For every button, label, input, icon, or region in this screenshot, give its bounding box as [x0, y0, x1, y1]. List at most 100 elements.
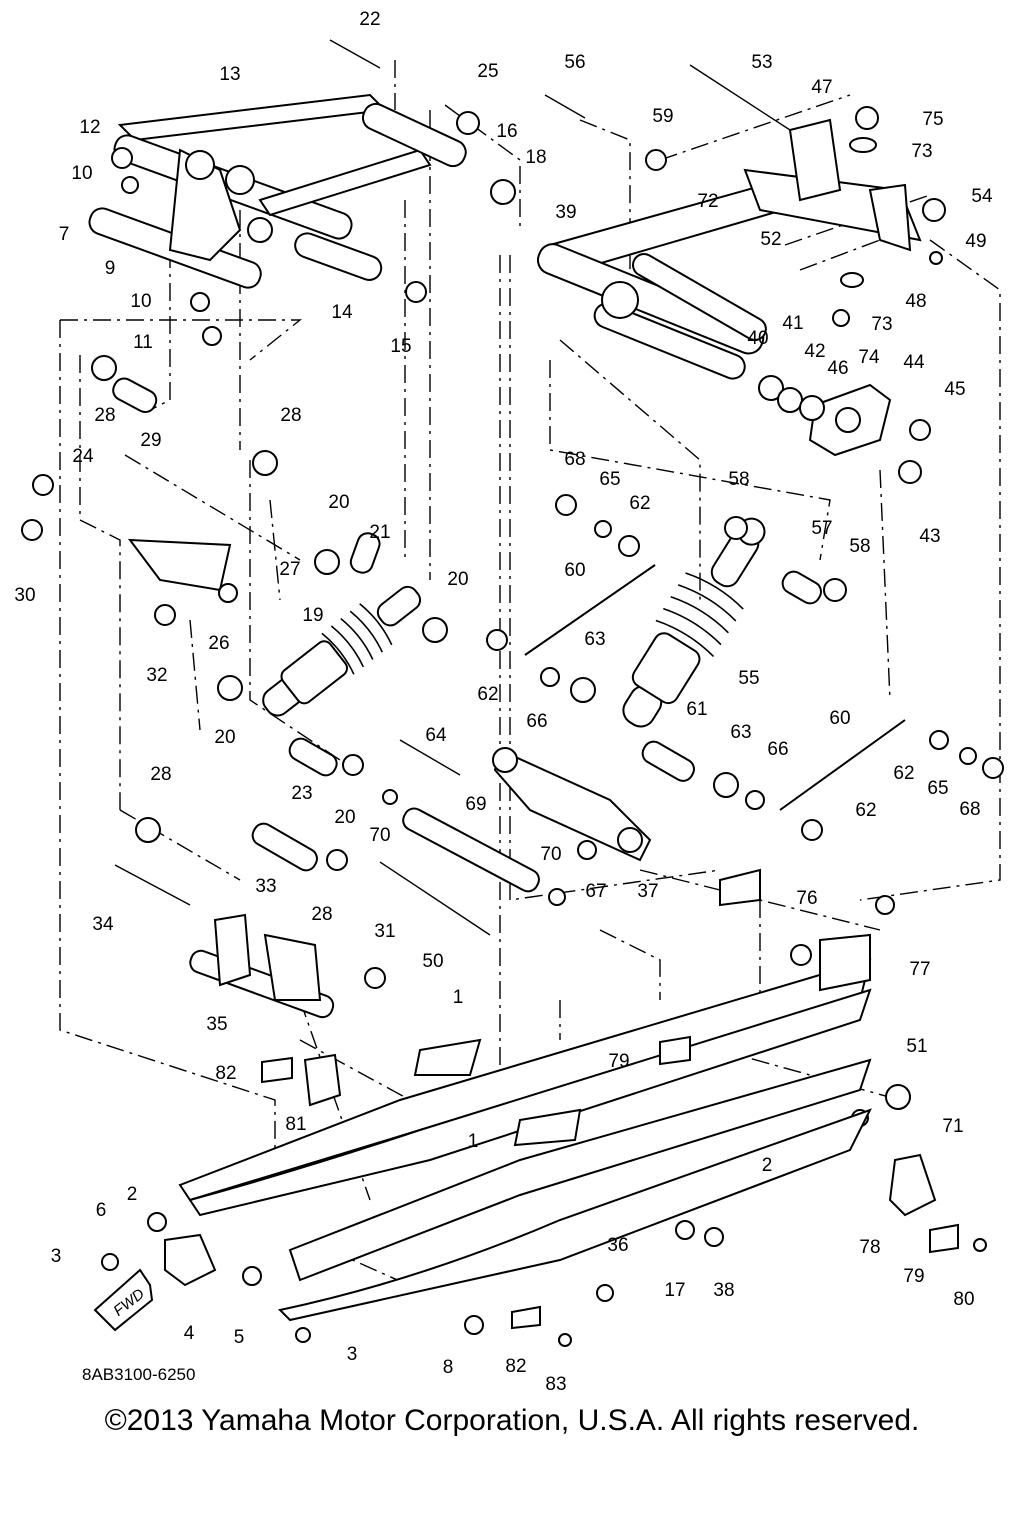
callout-66: 66: [526, 711, 547, 732]
callout-13: 13: [219, 64, 240, 85]
callout-74: 74: [858, 347, 880, 368]
callout-52: 52: [760, 229, 781, 250]
callout-70: 70: [369, 825, 390, 846]
callout-10: 10: [71, 163, 92, 184]
callout-20: 20: [447, 569, 468, 590]
callout-23: 23: [291, 783, 312, 804]
callout-73: 73: [911, 141, 932, 162]
callout-1: 1: [468, 1131, 479, 1152]
callout-64: 64: [425, 725, 447, 746]
callout-69: 69: [465, 794, 486, 815]
callout-28: 28: [150, 764, 171, 785]
small-parts: [21, 106, 1004, 1347]
rear-suspension-arm: [536, 118, 922, 380]
callout-41: 41: [782, 313, 803, 334]
callout-2: 2: [127, 1184, 138, 1205]
callout-21: 21: [369, 522, 390, 543]
callout-36: 36: [607, 1235, 628, 1256]
shock-absorber-19: [262, 585, 422, 717]
callout-29: 29: [140, 430, 161, 451]
callout-83: 83: [545, 1374, 566, 1395]
pivot-block-37: [492, 747, 652, 862]
bracket-44-hole: [835, 407, 861, 433]
callout-3: 3: [51, 1246, 62, 1267]
callout-62: 62: [855, 800, 876, 821]
callout-42: 42: [804, 341, 825, 362]
callout-24: 24: [72, 446, 94, 467]
tie-rod-60-lower: [779, 719, 906, 811]
callout-62: 62: [477, 684, 498, 705]
callout-63: 63: [584, 629, 605, 650]
callout-1: 1: [453, 987, 464, 1008]
callout-2: 2: [762, 1155, 773, 1176]
callout-82: 82: [505, 1356, 526, 1377]
callout-76: 76: [796, 888, 817, 909]
callout-4: 4: [184, 1323, 195, 1344]
slider-blocks: [164, 1035, 959, 1330]
callout-47: 47: [811, 77, 832, 98]
callout-5: 5: [234, 1327, 245, 1348]
callout-60: 60: [564, 560, 585, 581]
callout-79: 79: [903, 1266, 924, 1287]
callout-63: 63: [730, 722, 751, 743]
callout-43: 43: [919, 526, 940, 547]
callout-57: 57: [811, 518, 832, 539]
callout-75: 75: [922, 109, 943, 130]
callout-20: 20: [214, 727, 235, 748]
callout-58: 58: [849, 536, 870, 557]
callout-17: 17: [664, 1280, 685, 1301]
callout-82: 82: [215, 1063, 236, 1084]
front-suspension-arm: [88, 93, 467, 289]
callout-38: 38: [713, 1280, 734, 1301]
callout-15: 15: [390, 336, 411, 357]
callout-16: 16: [496, 121, 517, 142]
callout-54: 54: [971, 186, 993, 207]
callout-77: 77: [909, 959, 930, 980]
bracket-27: [127, 538, 232, 592]
callout-70: 70: [540, 844, 561, 865]
callout-12: 12: [79, 117, 100, 138]
callout-55: 55: [738, 668, 759, 689]
callout-78: 78: [859, 1237, 880, 1258]
callout-65: 65: [927, 778, 948, 799]
callout-27: 27: [279, 559, 300, 580]
callout-46: 46: [827, 358, 848, 379]
callout-37: 37: [637, 881, 658, 902]
tie-rod-60-upper-core: [524, 564, 656, 656]
callout-10: 10: [130, 291, 151, 312]
callout-49: 49: [965, 231, 986, 252]
callout-56: 56: [564, 52, 585, 73]
callout-31: 31: [374, 921, 395, 942]
callout-11: 11: [133, 332, 153, 353]
callout-80: 80: [953, 1289, 974, 1310]
callout-19: 19: [302, 605, 323, 626]
callout-3: 3: [347, 1344, 358, 1365]
callout-33: 33: [255, 876, 276, 897]
callout-79: 79: [608, 1051, 629, 1072]
callout-32: 32: [146, 665, 167, 686]
pivot-bracket-35: [189, 913, 335, 1019]
callout-67: 67: [585, 881, 606, 902]
callout-62: 62: [629, 493, 650, 514]
callout-26: 26: [208, 633, 229, 654]
slide-rails: [178, 868, 873, 1322]
callout-51: 51: [906, 1036, 927, 1057]
shock-absorber-55: [622, 517, 766, 728]
callout-35: 35: [206, 1014, 227, 1035]
callout-61: 61: [686, 699, 707, 720]
callout-7: 7: [59, 224, 70, 245]
callout-9: 9: [105, 258, 116, 279]
callout-68: 68: [564, 449, 585, 470]
fwd-arrow-icon: FWD: [93, 1268, 154, 1332]
callout-50: 50: [422, 951, 443, 972]
callout-45: 45: [944, 379, 965, 400]
callout-20: 20: [328, 492, 349, 513]
callout-6: 6: [96, 1200, 107, 1221]
callout-14: 14: [331, 302, 353, 323]
callout-39: 39: [555, 202, 576, 223]
callout-30: 30: [14, 585, 35, 606]
callout-22: 22: [359, 9, 380, 30]
callout-25: 25: [477, 61, 498, 82]
callout-20: 20: [334, 807, 355, 828]
